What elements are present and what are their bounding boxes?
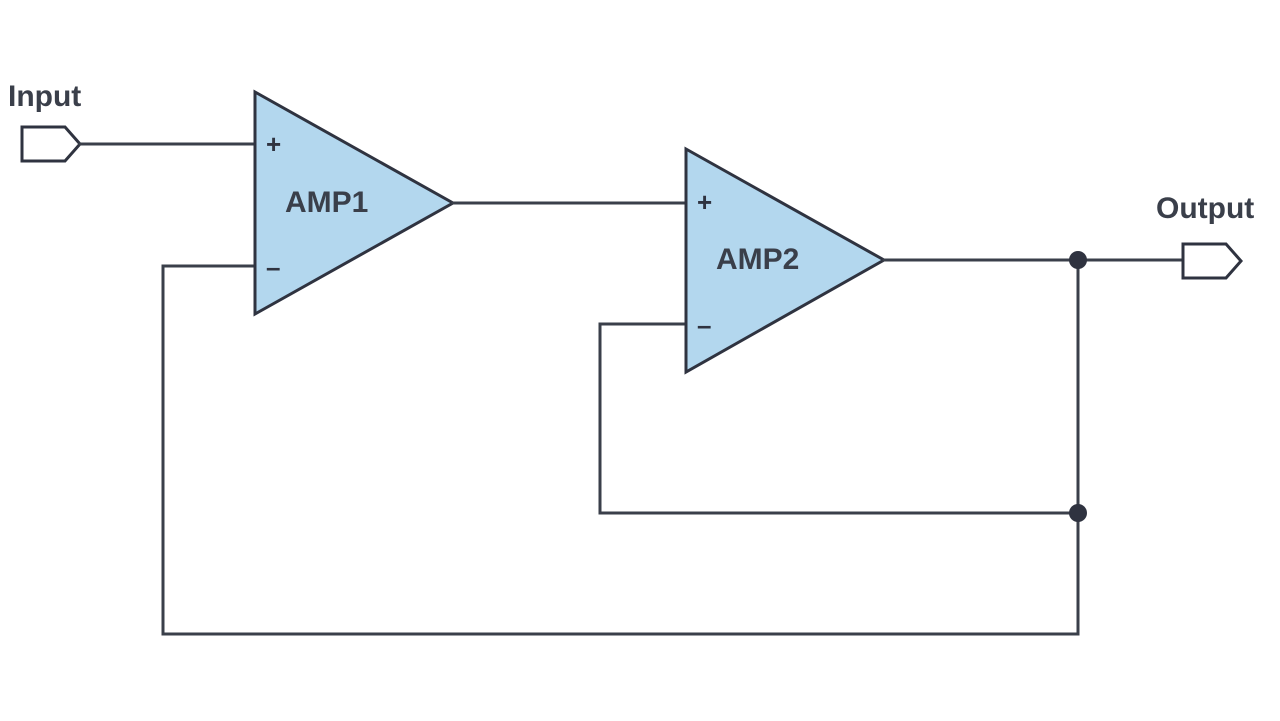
amp1-label: AMP1 xyxy=(285,186,368,219)
amp2-plus-pin: + xyxy=(697,187,712,217)
amp1-plus-pin: + xyxy=(266,129,281,159)
junction-node-output xyxy=(1069,251,1087,269)
amp1-minus-pin: – xyxy=(266,252,280,282)
output-port-icon xyxy=(1181,242,1244,280)
junction-node-feedback xyxy=(1069,504,1087,522)
input-port-icon xyxy=(20,125,83,163)
input-label: Input xyxy=(8,80,81,113)
wire-feedback-amp2 xyxy=(598,322,1080,515)
output-label: Output xyxy=(1156,192,1254,225)
amp1-triangle xyxy=(253,89,457,317)
amp2-minus-pin: – xyxy=(697,310,711,340)
amp2-triangle xyxy=(684,146,888,375)
wire-feedback-amp1 xyxy=(161,264,1080,636)
amp2-label: AMP2 xyxy=(716,243,799,276)
